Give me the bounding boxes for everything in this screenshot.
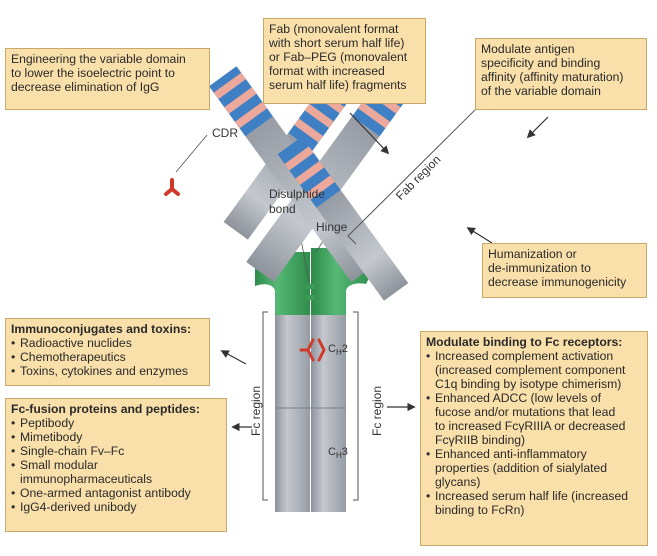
list-item-line: Small modular bbox=[20, 458, 98, 472]
list-item-line: to increased FcγRIIIA or decreased bbox=[435, 419, 626, 433]
callout-isoelectric-point: Engineering the variable domain to lower… bbox=[5, 48, 210, 110]
list-item: Increased complement activation(increase… bbox=[426, 349, 642, 391]
fc-region-label-right: Fc region bbox=[370, 385, 384, 436]
list-item-line: Single-chain Fv–Fc bbox=[20, 444, 125, 458]
list-item-line: C1q binding by isotype chimerism) bbox=[435, 377, 622, 391]
list-item-line: Increased complement activation bbox=[435, 349, 614, 363]
cdr-pointer bbox=[175, 134, 208, 173]
domain-label-ch3: CH3 bbox=[328, 446, 348, 461]
fc-chain-right bbox=[311, 312, 346, 512]
list-item: Increased serum half life (increasedbind… bbox=[426, 489, 642, 517]
callout-affinity-maturation: Modulate antigen specificity and binding… bbox=[475, 38, 647, 110]
right-light-chain bbox=[277, 136, 409, 301]
list-item-line: Chemotherapeutics bbox=[20, 350, 126, 364]
fc-fusion-list: PeptibodyMimetibodySingle-chain Fv–FcSma… bbox=[11, 416, 221, 514]
list-item: IgG4-derived unibody bbox=[11, 500, 221, 514]
arrow-immunoconjugates bbox=[220, 350, 247, 365]
list-item-line: Mimetibody bbox=[20, 430, 83, 444]
fc-region-label-left: Fc region bbox=[249, 385, 263, 436]
list-item-line: glycans) bbox=[435, 475, 481, 489]
fc-chain-left bbox=[275, 312, 310, 512]
list-item: Mimetibody bbox=[11, 430, 221, 444]
list-item-line: IgG4-derived unibody bbox=[20, 500, 137, 514]
list-item-line: One-armed antagonist antibody bbox=[20, 486, 191, 500]
list-item: Toxins, cytokines and enzymes bbox=[11, 364, 204, 378]
list-item-line: properties (addition of sialylated bbox=[435, 461, 608, 475]
fc-region-bracket-right bbox=[353, 311, 359, 501]
disulphide-link-lower bbox=[305, 295, 315, 300]
cdr-label: CDR bbox=[212, 126, 238, 140]
immunoconjugates-list: Radioactive nuclidesChemotherapeuticsTox… bbox=[11, 336, 204, 378]
domain-label-ch2: CH2 bbox=[328, 343, 348, 358]
cdr-y-icon bbox=[164, 178, 180, 196]
list-item-line: Peptibody bbox=[20, 416, 75, 430]
list-item-line: fucose and/or mutations that lead bbox=[435, 405, 616, 419]
list-item-line: FcγRIIB binding) bbox=[435, 433, 526, 447]
callout-humanization: Humanization or de-immunization to decre… bbox=[482, 243, 647, 298]
callout-fc-receptors: Modulate binding to Fc receptors: Increa… bbox=[420, 331, 648, 546]
list-item-line: Enhanced ADCC (low levels of bbox=[435, 391, 601, 405]
fc-region-bracket-left bbox=[262, 311, 268, 501]
list-item-line: (increased complement component bbox=[435, 363, 626, 377]
disulphide-icon bbox=[299, 338, 326, 362]
arrow-humanization bbox=[466, 227, 493, 244]
arrow-affinity bbox=[526, 116, 549, 139]
callout-fab-fragments: Fab (monovalent format with short serum … bbox=[263, 18, 426, 104]
arrow-fab bbox=[349, 112, 390, 155]
list-item: Chemotherapeutics bbox=[11, 350, 204, 364]
list-item: One-armed antagonist antibody bbox=[11, 486, 221, 500]
list-item-line: Toxins, cytokines and enzymes bbox=[20, 364, 188, 378]
list-item-line: Radioactive nuclides bbox=[20, 336, 132, 350]
list-item-line: Enhanced anti-inflammatory bbox=[435, 447, 587, 461]
disulphide-link-upper bbox=[305, 284, 315, 289]
callout-fc-fusion: Fc-fusion proteins and peptides: Peptibo… bbox=[5, 398, 227, 532]
callout-immunoconjugates: Immunoconjugates and toxins: Radioactive… bbox=[5, 318, 210, 386]
hinge-label: Hinge bbox=[316, 220, 348, 234]
list-item: Radioactive nuclides bbox=[11, 336, 204, 350]
list-item: Peptibody bbox=[11, 416, 221, 430]
list-item: Single-chain Fv–Fc bbox=[11, 444, 221, 458]
list-item-line: immunopharmaceuticals bbox=[20, 472, 153, 486]
fc-receptors-list: Increased complement activation(increase… bbox=[426, 349, 642, 517]
list-item-line: Increased serum half life (increased bbox=[435, 489, 629, 503]
list-item-line: binding to FcRn) bbox=[435, 503, 525, 517]
